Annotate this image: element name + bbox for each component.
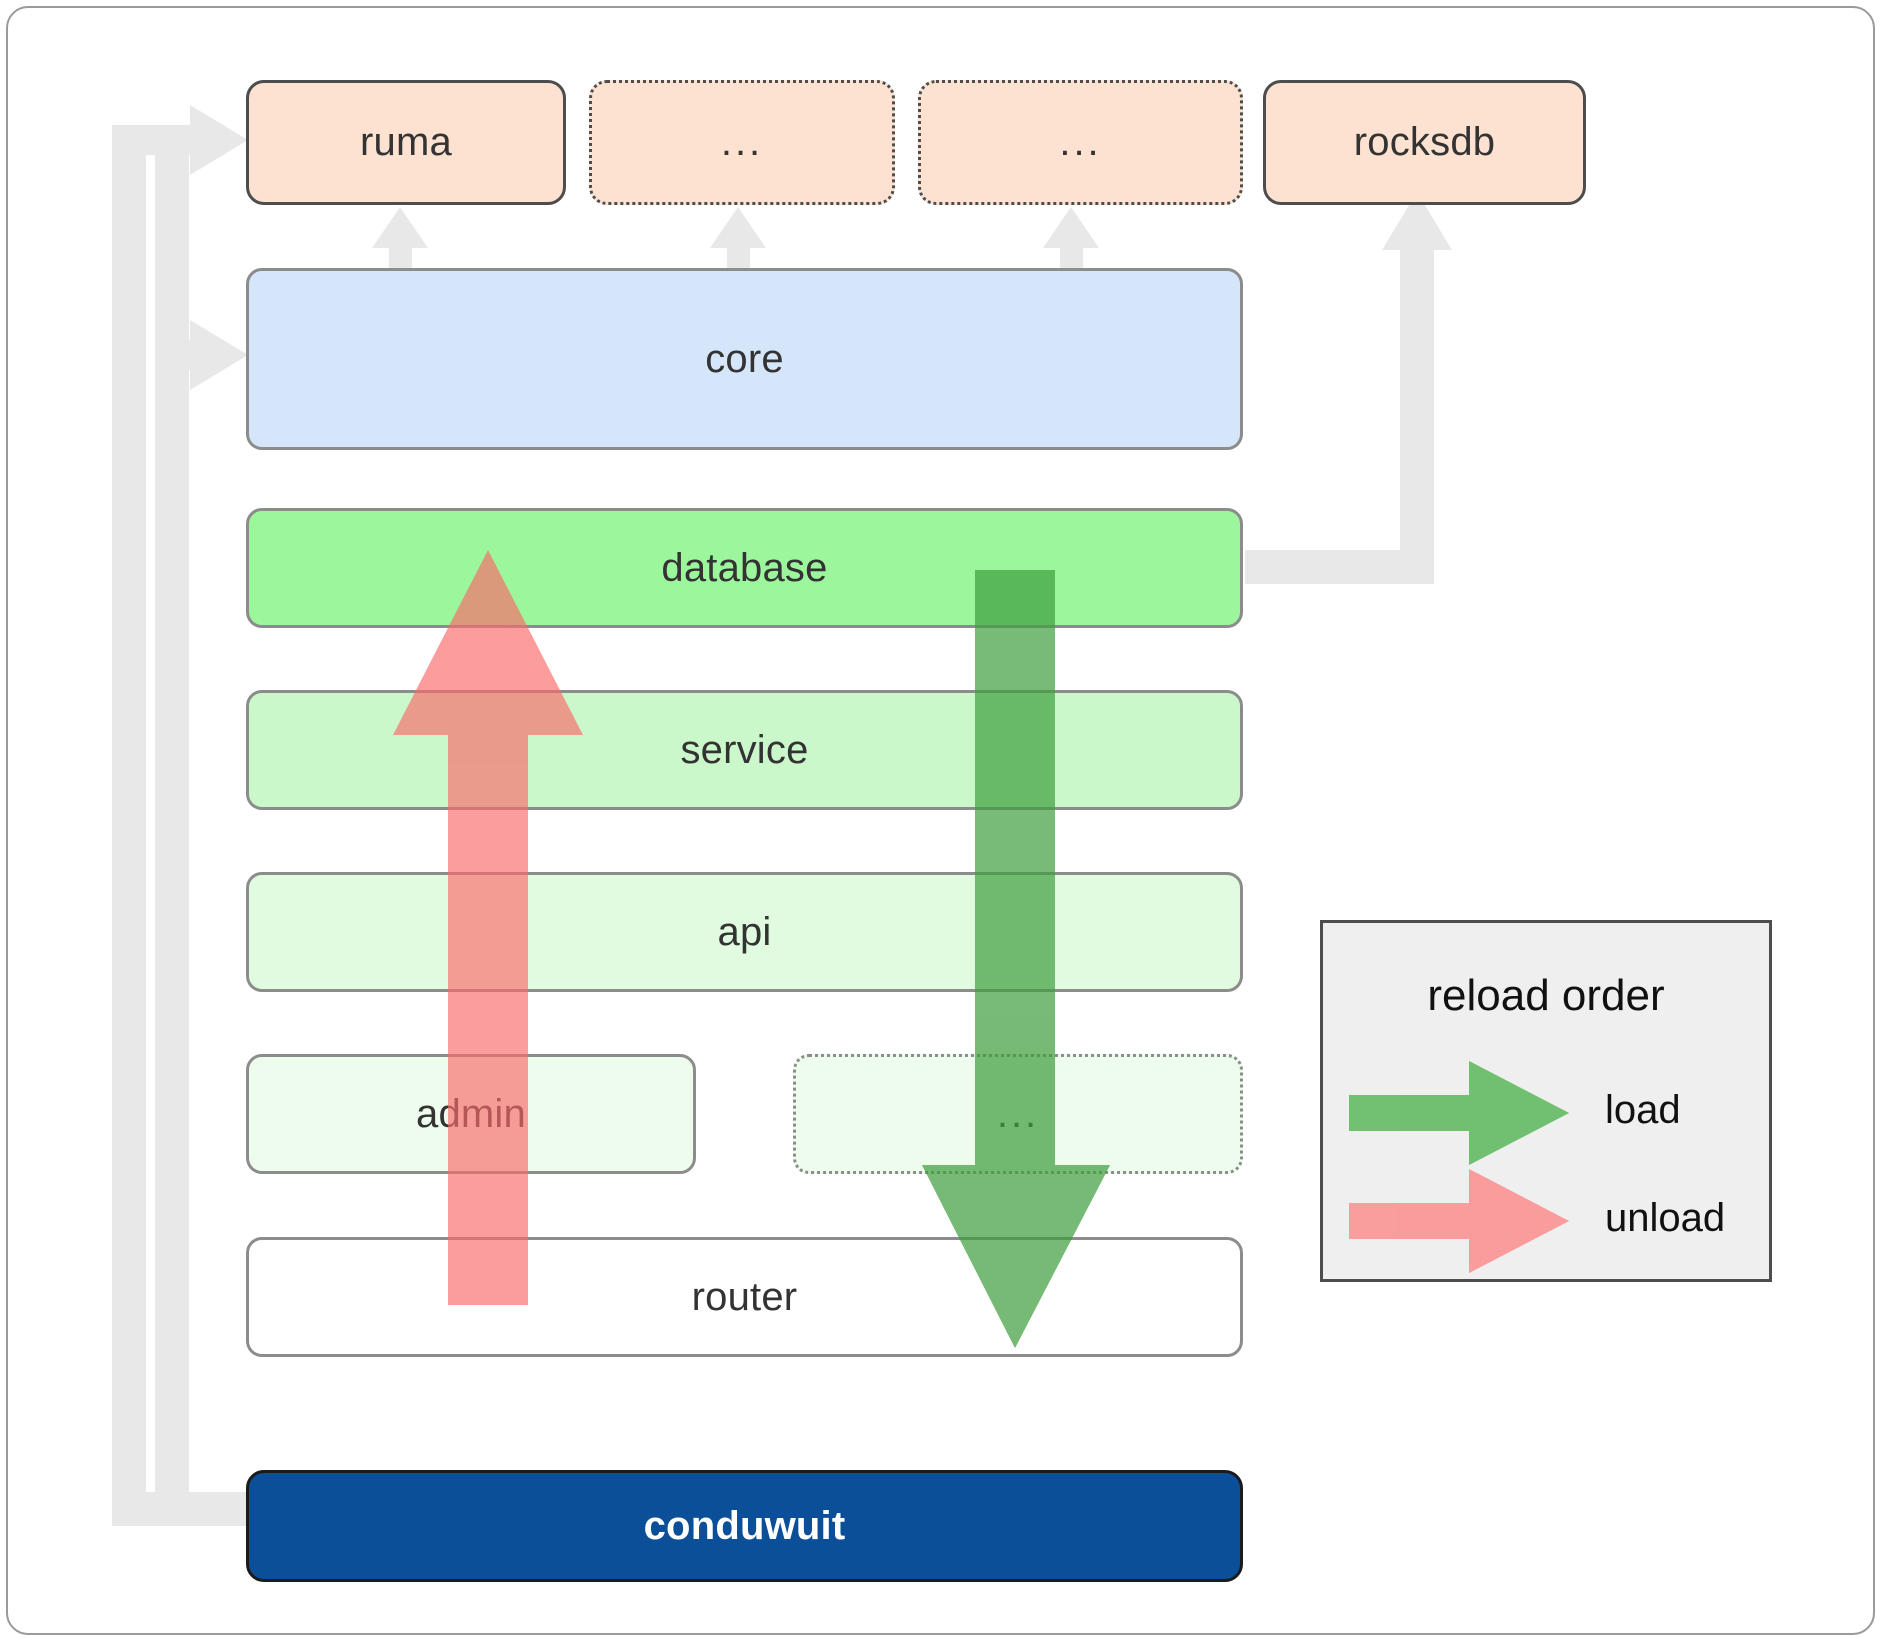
legend-unload-arrow-icon	[1349, 1169, 1569, 1273]
layer-router[interactable]: router	[246, 1237, 1243, 1357]
root-label: conduwuit	[643, 1503, 846, 1548]
legend-title: reload order	[1427, 971, 1665, 1020]
layer-database[interactable]: database	[246, 508, 1243, 628]
legend-label-unload: unload	[1605, 1196, 1726, 1240]
layer-label: ...	[996, 1091, 1040, 1136]
legend-load-arrow-icon	[1349, 1061, 1569, 1165]
legend-label-load: load	[1605, 1088, 1681, 1132]
external-module-label: rocksdb	[1353, 120, 1496, 164]
layer-api[interactable]: api	[246, 872, 1243, 992]
external-module-rocksdb[interactable]: rocksdb	[1263, 80, 1586, 205]
layer-label: api	[717, 909, 772, 954]
layer-label: core	[705, 336, 784, 381]
external-module-label: ...	[720, 120, 764, 164]
legend-reload-order: reload order load unload	[1320, 920, 1772, 1282]
layer-service[interactable]: service	[246, 690, 1243, 810]
external-module-placeholder-1[interactable]: ...	[589, 80, 895, 205]
layer-placeholder[interactable]: ...	[793, 1054, 1243, 1174]
root-conduwuit[interactable]: conduwuit	[246, 1470, 1243, 1582]
layer-label: admin	[416, 1091, 526, 1136]
external-module-label: ruma	[360, 120, 452, 164]
layer-label: router	[691, 1274, 798, 1319]
external-module-ruma[interactable]: ruma	[246, 80, 566, 205]
layer-label: database	[661, 545, 828, 590]
layer-label: service	[680, 727, 809, 772]
diagram-frame	[6, 6, 1875, 1635]
layer-admin[interactable]: admin	[246, 1054, 696, 1174]
external-module-placeholder-2[interactable]: ...	[918, 80, 1243, 205]
layer-core[interactable]: core	[246, 268, 1243, 450]
external-module-label: ...	[1059, 120, 1102, 164]
